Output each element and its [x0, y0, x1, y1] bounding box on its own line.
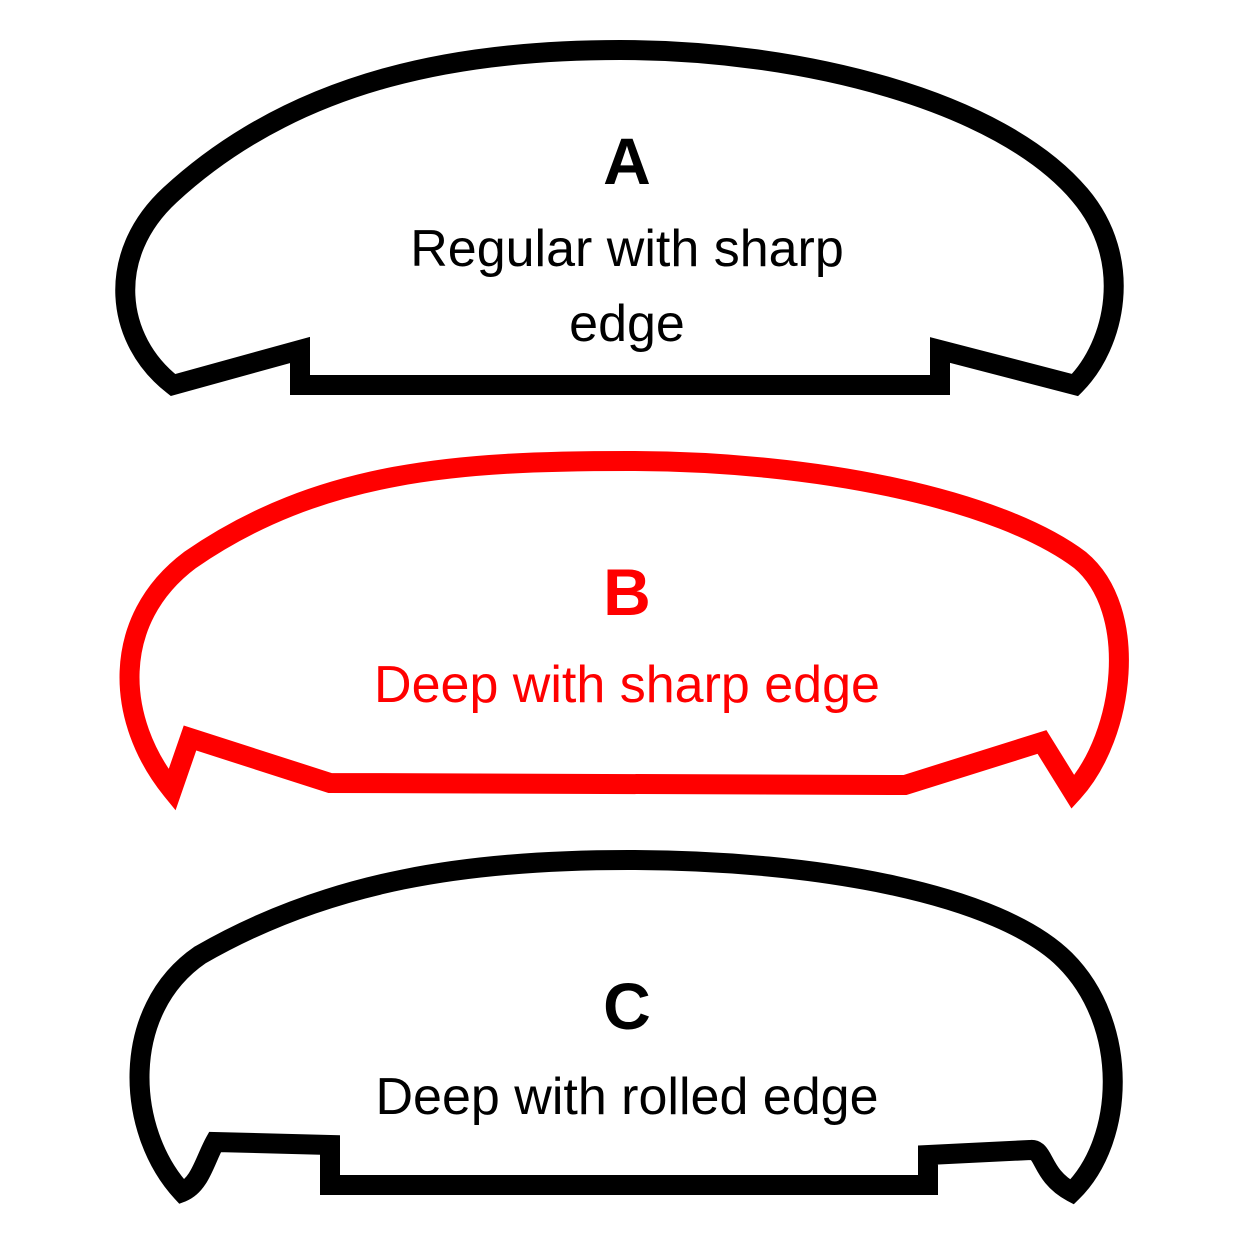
- profile-b-description-line-1: Deep with sharp edge: [374, 656, 880, 714]
- profile-c-letter: C: [603, 969, 651, 1043]
- profile-a-letter: A: [603, 124, 651, 198]
- profile-b-letter: B: [603, 555, 651, 629]
- profile-a-description-line-1: Regular with sharp: [410, 220, 844, 278]
- profile-b-outline: [119, 450, 1129, 811]
- profile-c-description-line-1: Deep with rolled edge: [375, 1068, 879, 1126]
- profile-a-description-line-2: edge: [569, 295, 685, 353]
- profile-a-outline: [115, 39, 1124, 397]
- profile-c-outline: [129, 849, 1123, 1205]
